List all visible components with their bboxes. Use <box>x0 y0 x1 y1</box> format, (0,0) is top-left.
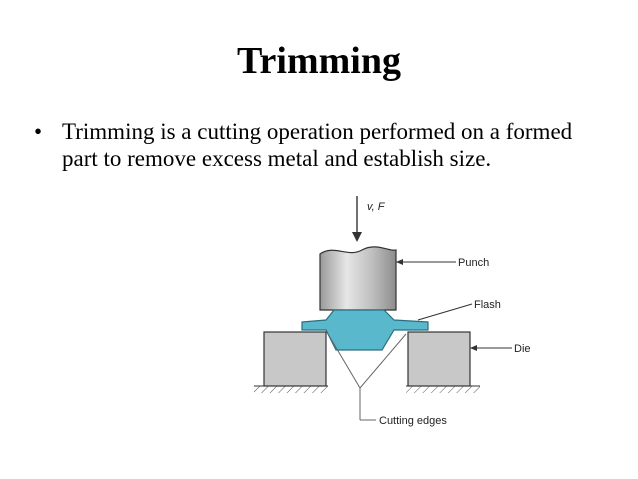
bullet-list: • Trimming is a cutting operation perfor… <box>34 118 594 172</box>
bullet-icon: • <box>34 119 43 144</box>
force-label: v, F <box>367 201 386 213</box>
cutting-edges-label: Cutting edges <box>379 415 447 427</box>
bullet-text: Trimming is a cutting operation performe… <box>62 119 573 171</box>
slide-title: Trimming <box>237 40 401 82</box>
die-left <box>263 331 327 387</box>
flash-label: Flash <box>474 299 501 311</box>
force-arrow <box>352 196 362 242</box>
bullet-item: • Trimming is a cutting operation perfor… <box>34 118 594 172</box>
cutting-edges-leaders <box>327 333 407 421</box>
punch <box>319 246 397 311</box>
punch-label: Punch <box>458 257 489 269</box>
ground-hatch-right <box>406 386 480 393</box>
ground-hatch-left <box>254 386 328 393</box>
die-right <box>407 331 471 387</box>
trimming-diagram: v, F Punch Flash Die Cutting <box>254 196 531 427</box>
die-label: Die <box>514 343 531 355</box>
workpiece <box>301 309 429 351</box>
